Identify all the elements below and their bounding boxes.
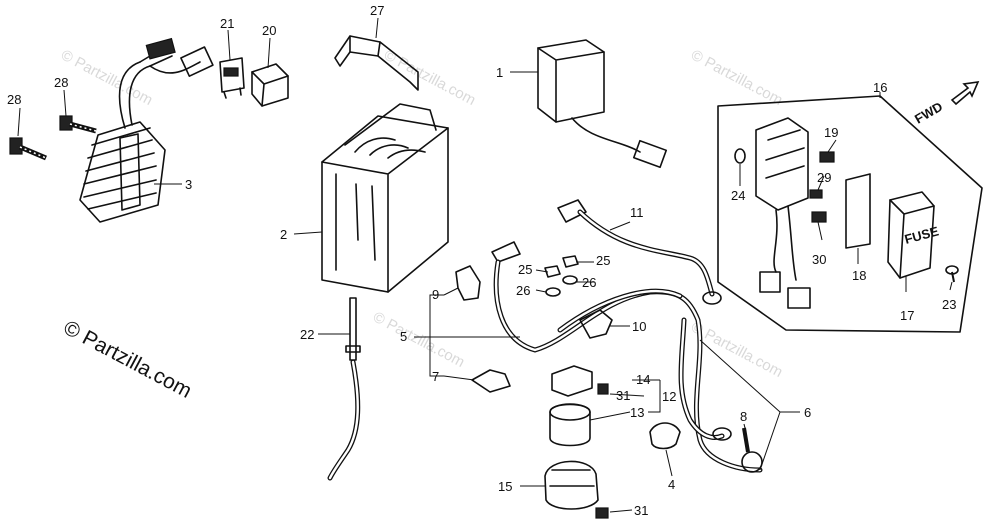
- nut-25-right: [562, 255, 579, 268]
- watermark-5: © Partzilla.com: [688, 319, 785, 381]
- fwd-arrow: FWD: [912, 81, 980, 127]
- callout-9: 9: [432, 287, 439, 302]
- callout-21: 21: [220, 16, 234, 31]
- callout-13: 13: [630, 405, 644, 420]
- callout-28-left: 28: [7, 92, 21, 107]
- wire-harness-5: [491, 241, 763, 473]
- clamp-4: [649, 422, 681, 450]
- cdi-unit: [537, 39, 668, 169]
- callout-23: 23: [942, 297, 956, 312]
- starter-cable-12: [678, 317, 732, 441]
- callout-31-upper: 31: [616, 388, 630, 403]
- washer-26-right: [562, 275, 578, 285]
- bolt-28-left: [9, 137, 47, 161]
- callout-6: 6: [804, 405, 811, 420]
- fuse-box-cover-17: FUSE: [887, 191, 941, 279]
- callout-3: 3: [185, 177, 192, 192]
- callout-19: 19: [824, 125, 838, 140]
- regulator-rectifier: [79, 37, 214, 223]
- starter-relay-14: [551, 365, 593, 397]
- terminal-cover-7: [471, 369, 511, 393]
- component-15: [544, 460, 599, 510]
- fuse-31-lower: [595, 507, 609, 519]
- watermark-4: © Partzilla.com: [370, 309, 467, 371]
- breather-tube: [327, 297, 361, 481]
- fuse-31-upper: [597, 383, 609, 395]
- copyright-text: © Partzilla.com: [60, 316, 196, 403]
- callout-26-left: 26: [516, 283, 530, 298]
- callout-2: 2: [280, 227, 287, 242]
- watermark-3: © Partzilla.com: [688, 47, 785, 109]
- bolt-28-right: [59, 115, 97, 134]
- watermark-1: © Partzilla.com: [58, 47, 155, 109]
- callout-25-right: 25: [596, 253, 610, 268]
- callout-1: 1: [496, 65, 503, 80]
- grommet-24: [734, 148, 746, 164]
- callout-11: 11: [630, 205, 644, 220]
- callout-10: 10: [632, 319, 646, 334]
- fuse-box-body: [755, 117, 811, 309]
- fuse-30: [811, 211, 827, 223]
- watermark-layer: © Partzilla.com © Partzilla.com © Partzi…: [58, 47, 785, 381]
- callout-25-left: 25: [518, 262, 532, 277]
- connector-21: [219, 57, 245, 99]
- callout-7: 7: [432, 369, 439, 384]
- callout-17: 17: [900, 308, 914, 323]
- callout-5: 5: [400, 329, 407, 344]
- leader-lines: [17, 17, 953, 513]
- battery: [321, 103, 449, 293]
- callout-18: 18: [852, 268, 866, 283]
- terminal-cover-10: [579, 309, 613, 339]
- callout-24: 24: [731, 188, 745, 203]
- callout-labels: 28 28 3 21 20 27 1 2 22 5 9 7 11 25 25 2…: [7, 3, 956, 518]
- watermark-2: © Partzilla.com: [381, 47, 478, 109]
- callout-29: 29: [817, 170, 831, 185]
- callout-30: 30: [812, 252, 826, 267]
- callout-31-lower: 31: [634, 503, 648, 518]
- relay-20: [251, 63, 289, 107]
- battery-band-27: [334, 35, 419, 91]
- fwd-label: FWD: [912, 99, 945, 127]
- callout-16: 16: [873, 80, 887, 95]
- battery-cable-11: [557, 199, 722, 305]
- fuse-cover-text: FUSE: [903, 223, 941, 247]
- terminal-bolt-8: [741, 427, 763, 473]
- callout-22: 22: [300, 327, 314, 342]
- callout-28-right: 28: [54, 75, 68, 90]
- callout-4: 4: [668, 477, 675, 492]
- terminal-cover-9: [455, 265, 481, 301]
- washer-26-left: [545, 287, 561, 297]
- fuse-19: [819, 151, 835, 163]
- label-sheet-18: [845, 173, 871, 249]
- nut-25-left: [544, 265, 561, 278]
- callout-12: 12: [662, 389, 676, 404]
- fuse-29: [809, 189, 823, 199]
- screw-23: [945, 265, 959, 283]
- callout-26-right: 26: [582, 275, 596, 290]
- callout-20: 20: [262, 23, 276, 38]
- callout-8: 8: [740, 409, 747, 424]
- callout-15: 15: [498, 479, 512, 494]
- callout-27: 27: [370, 3, 384, 18]
- callout-14: 14: [636, 372, 650, 387]
- relay-cover-13: [549, 403, 591, 447]
